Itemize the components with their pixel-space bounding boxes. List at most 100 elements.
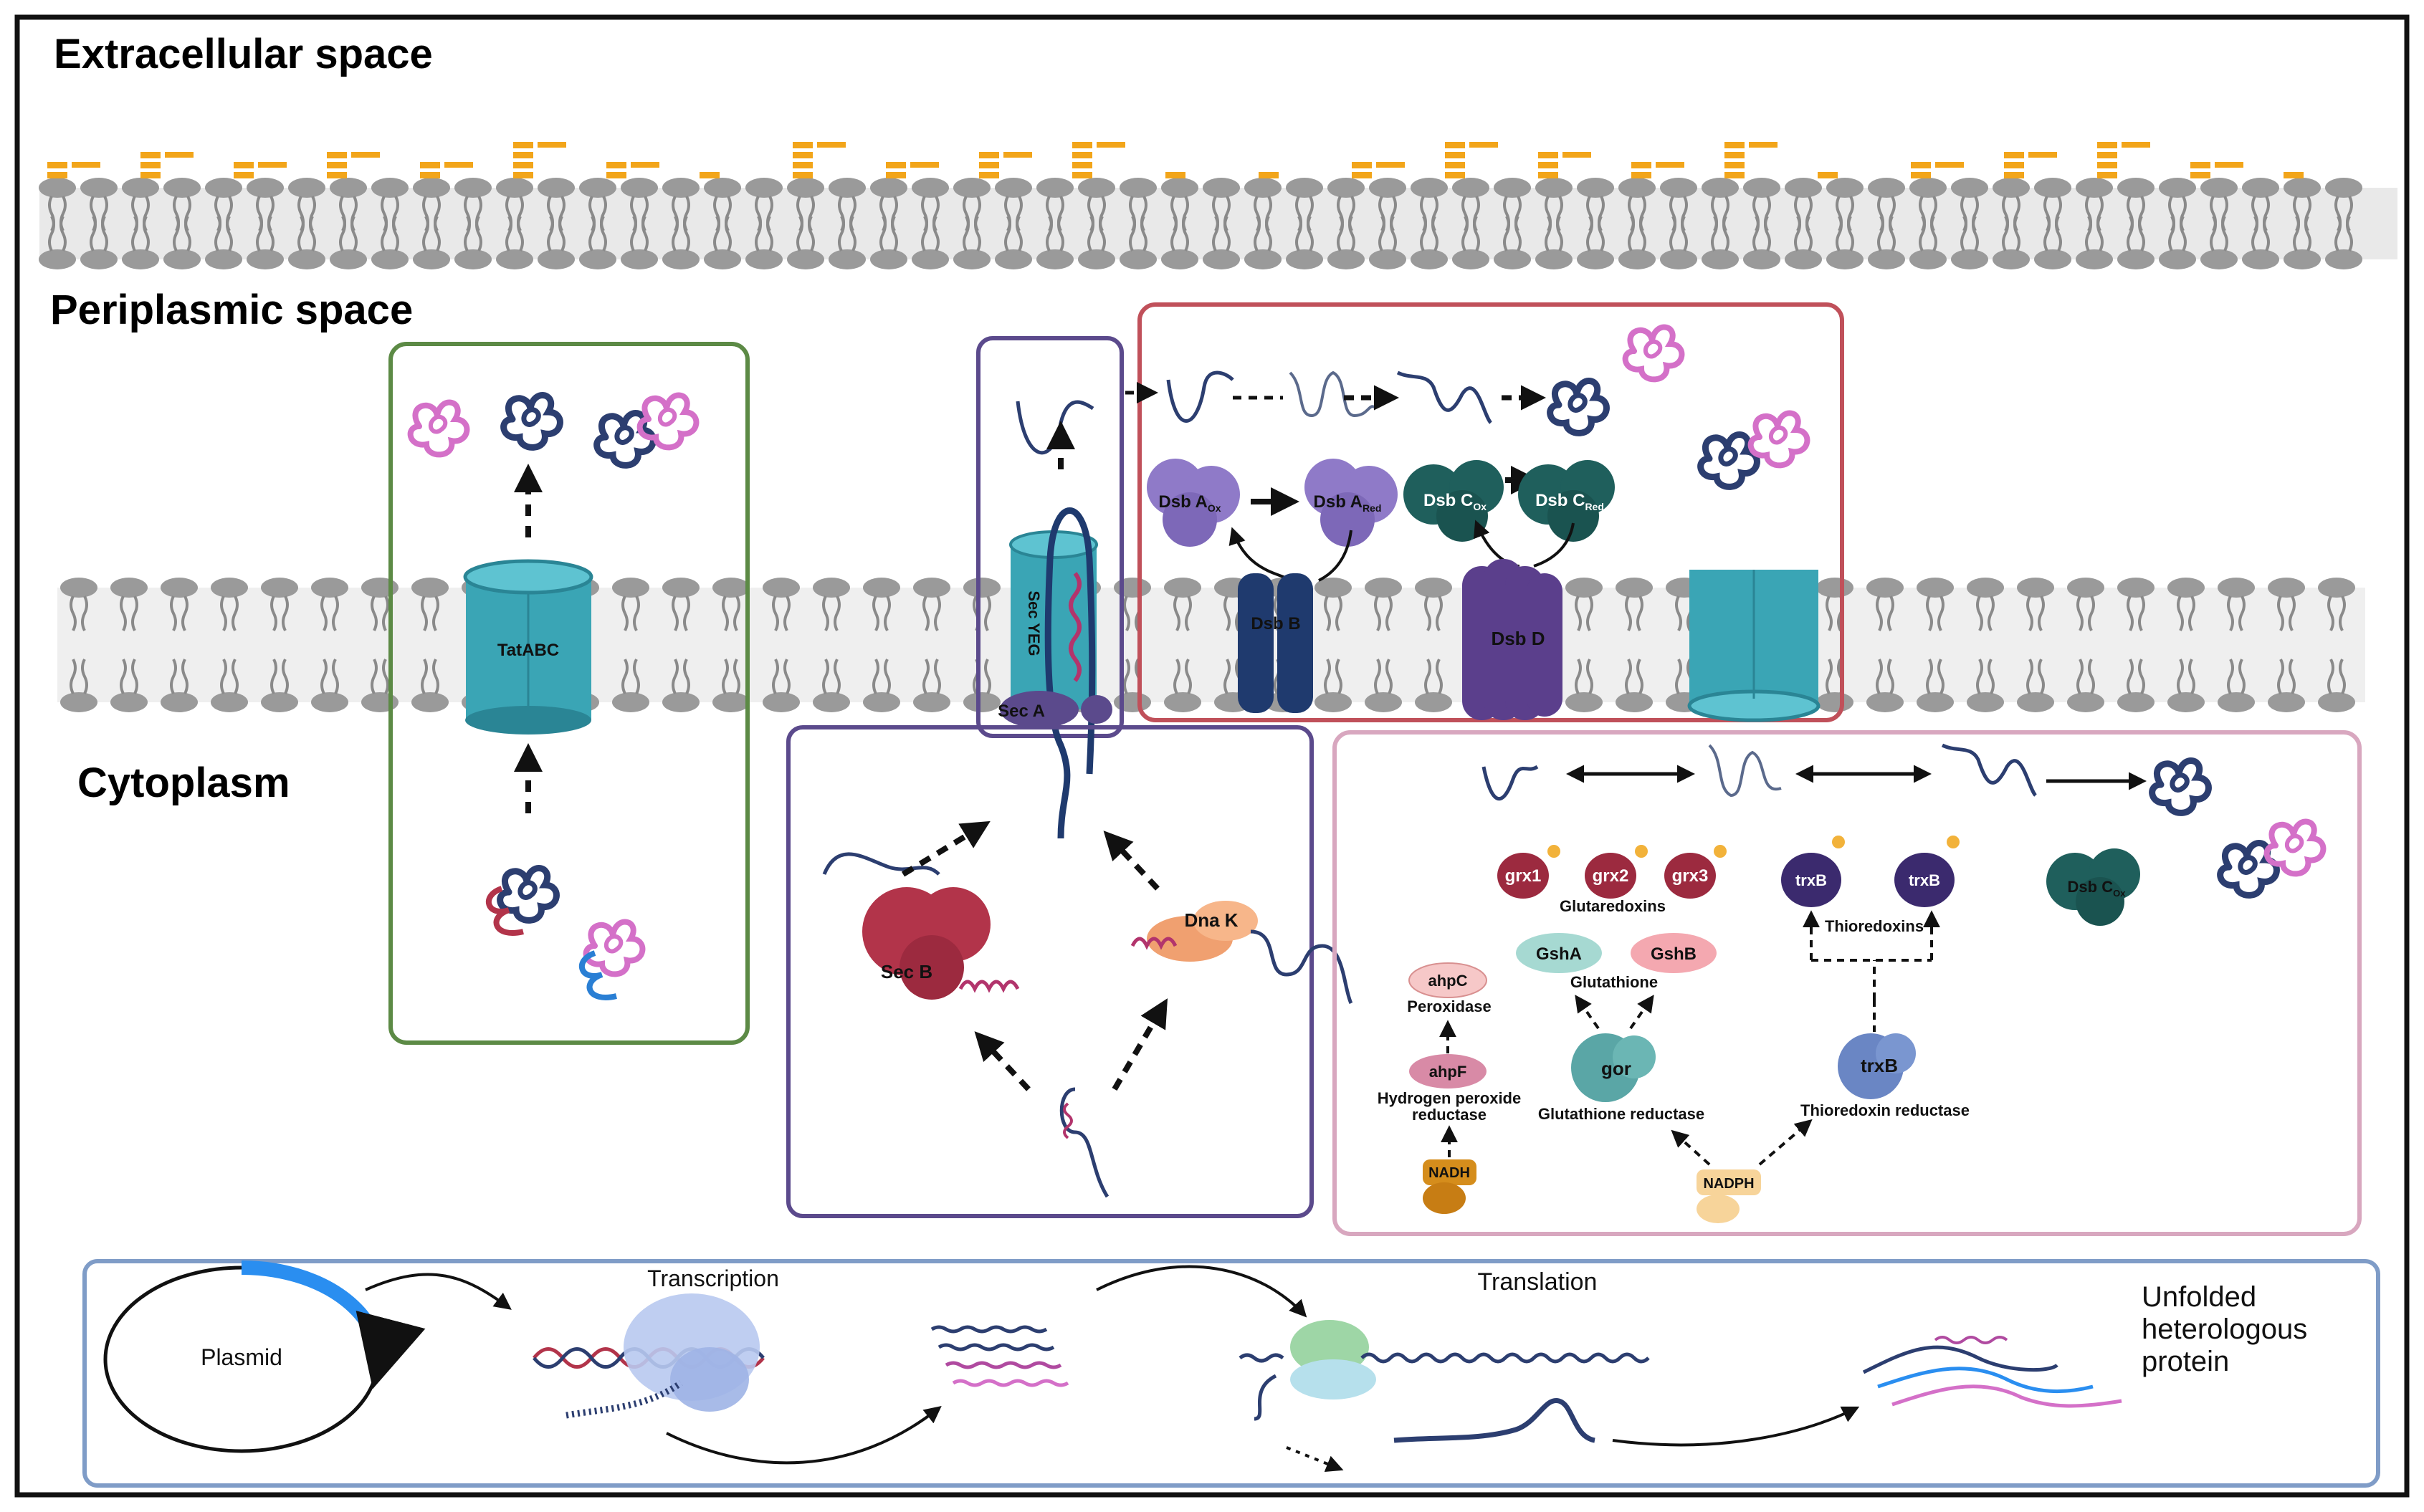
svg-text:NADPH: NADPH [1703,1176,1754,1192]
svg-text:NADH: NADH [1428,1165,1470,1181]
translation-label: Translation [1478,1268,1598,1296]
lps-sugar [1631,172,1651,178]
lps-sugar [606,162,626,168]
redox-box [1332,730,2362,1236]
lps-sugar [1911,162,1931,168]
unfolded-protein-label-3: protein [2142,1346,2229,1377]
lps-sugar [606,172,626,178]
lps-sugar [1724,172,1745,178]
lps-branch [910,162,939,168]
lps-sugar [2190,162,2210,168]
folded-protein-navy [1550,381,1607,433]
lps-sugar [1259,172,1279,178]
lps-sugar [47,172,67,178]
grx1-protein: grx1 [1497,845,1560,899]
lps-sugar [420,172,440,178]
dsbc-oxidized: Dsb COx [1403,460,1504,542]
thioredoxins-label: Thioredoxins [1825,917,1924,935]
lps-branch [2028,152,2057,158]
rna-polymerase [533,1293,765,1419]
svg-text:Sec YEG: Sec YEG [1025,590,1043,656]
outer-frame [14,14,2410,1498]
lps-sugar [793,172,813,178]
svg-text:ahpF: ahpF [1429,1063,1467,1081]
lps-branch [538,142,566,148]
periplasmic-title: Periplasmic space [50,287,413,333]
h2o2-reductase-label: Hydrogen peroxide [1378,1089,1521,1107]
tat-substrate-pink [586,922,643,974]
lps-sugar [2097,142,2117,148]
lps-sugar [700,172,720,178]
lps-branch [165,152,194,158]
svg-text:Dsb ARed: Dsb ARed [1314,492,1382,514]
trxb-reductase: trxB [1838,1033,1916,1099]
lps-sugar [1724,142,1745,148]
lps-sugar [2004,172,2024,178]
lps-sugar [1352,172,1372,178]
svg-text:gor: gor [1601,1058,1631,1079]
unfolded-protein-label-2: heterologous [2142,1314,2307,1345]
lps-branch [1469,142,1498,148]
glutaredoxins-label: Glutaredoxins [1560,897,1666,915]
lps-sugar [1072,142,1092,148]
dsb-box [1137,302,1844,722]
lps-branch [351,152,380,158]
lps-sugar [1538,162,1558,168]
svg-text:Dsb B: Dsb B [1251,614,1300,633]
sec-chaperone-box [786,725,1314,1218]
tat-box [388,342,750,1045]
folded-protein-pink [1626,327,1682,379]
lps-branch [1376,162,1405,168]
nadph-molecule: NADPH [1697,1169,1761,1223]
lps-branch [1656,162,1684,168]
svg-text:trxB: trxB [1861,1055,1898,1076]
lps-sugar [979,172,999,178]
svg-text:Dna K: Dna K [1184,909,1238,931]
lps-branch [1003,152,1032,158]
lps-sugar [327,162,347,168]
gsha-enzyme: GshA [1516,933,1602,973]
outer-channel [1687,570,1821,722]
lps-branch [444,162,473,168]
glutathione-label: Glutathione [1570,973,1658,991]
lps-sugar [1631,162,1651,168]
lps-sugar [1072,152,1092,158]
svg-text:Sec B: Sec B [881,961,932,982]
lps-sugar [513,142,533,148]
lps-sugar [886,162,906,168]
seca-protein: Sec A [998,691,1112,728]
dsba-reduced: Dsb ARed [1304,459,1398,547]
folded-protein-navy [504,395,560,447]
sec-channel-region: Sec YEG Sec A [976,336,1124,839]
svg-text:Dsb CRed: Dsb CRed [1535,491,1604,512]
expression-region: Plasmid Transcription Translation [82,1259,2380,1488]
extracellular-title: Extracellular space [54,31,433,77]
lps-sugar [140,152,161,158]
svg-text:GshA: GshA [1536,944,1582,964]
lps-sugar [2097,152,2117,158]
lps-sugar [2004,152,2024,158]
unfolded-protein-label: Unfolded [2142,1281,2256,1313]
lps-sugar [327,152,347,158]
lps-sugar [234,162,254,168]
lps-sugar [1818,172,1838,178]
svg-text:grx1: grx1 [1505,866,1542,886]
svg-text:grx2: grx2 [1593,866,1629,886]
svg-text:grx3: grx3 [1672,866,1709,886]
lps-branch [1749,142,1778,148]
lps-sugar [1445,152,1465,158]
lps-sugar [1445,142,1465,148]
svg-text:TatABC: TatABC [497,641,559,660]
lps-sugar [1165,172,1185,178]
folded-protein-navy [2152,760,2209,813]
folded-protein-pink [640,395,697,447]
folded-protein-pink [1751,413,1808,465]
lps-sugar [1072,172,1092,178]
svg-text:Sec A: Sec A [998,702,1045,721]
mrna-strands [930,1325,1069,1387]
lps-sugar [140,172,161,178]
trxb-right: trxB [1894,836,1960,907]
svg-text:ahpC: ahpC [1428,972,1468,990]
lps-sugar [1445,172,1465,178]
tat-pathway: TatABC [388,342,750,1045]
